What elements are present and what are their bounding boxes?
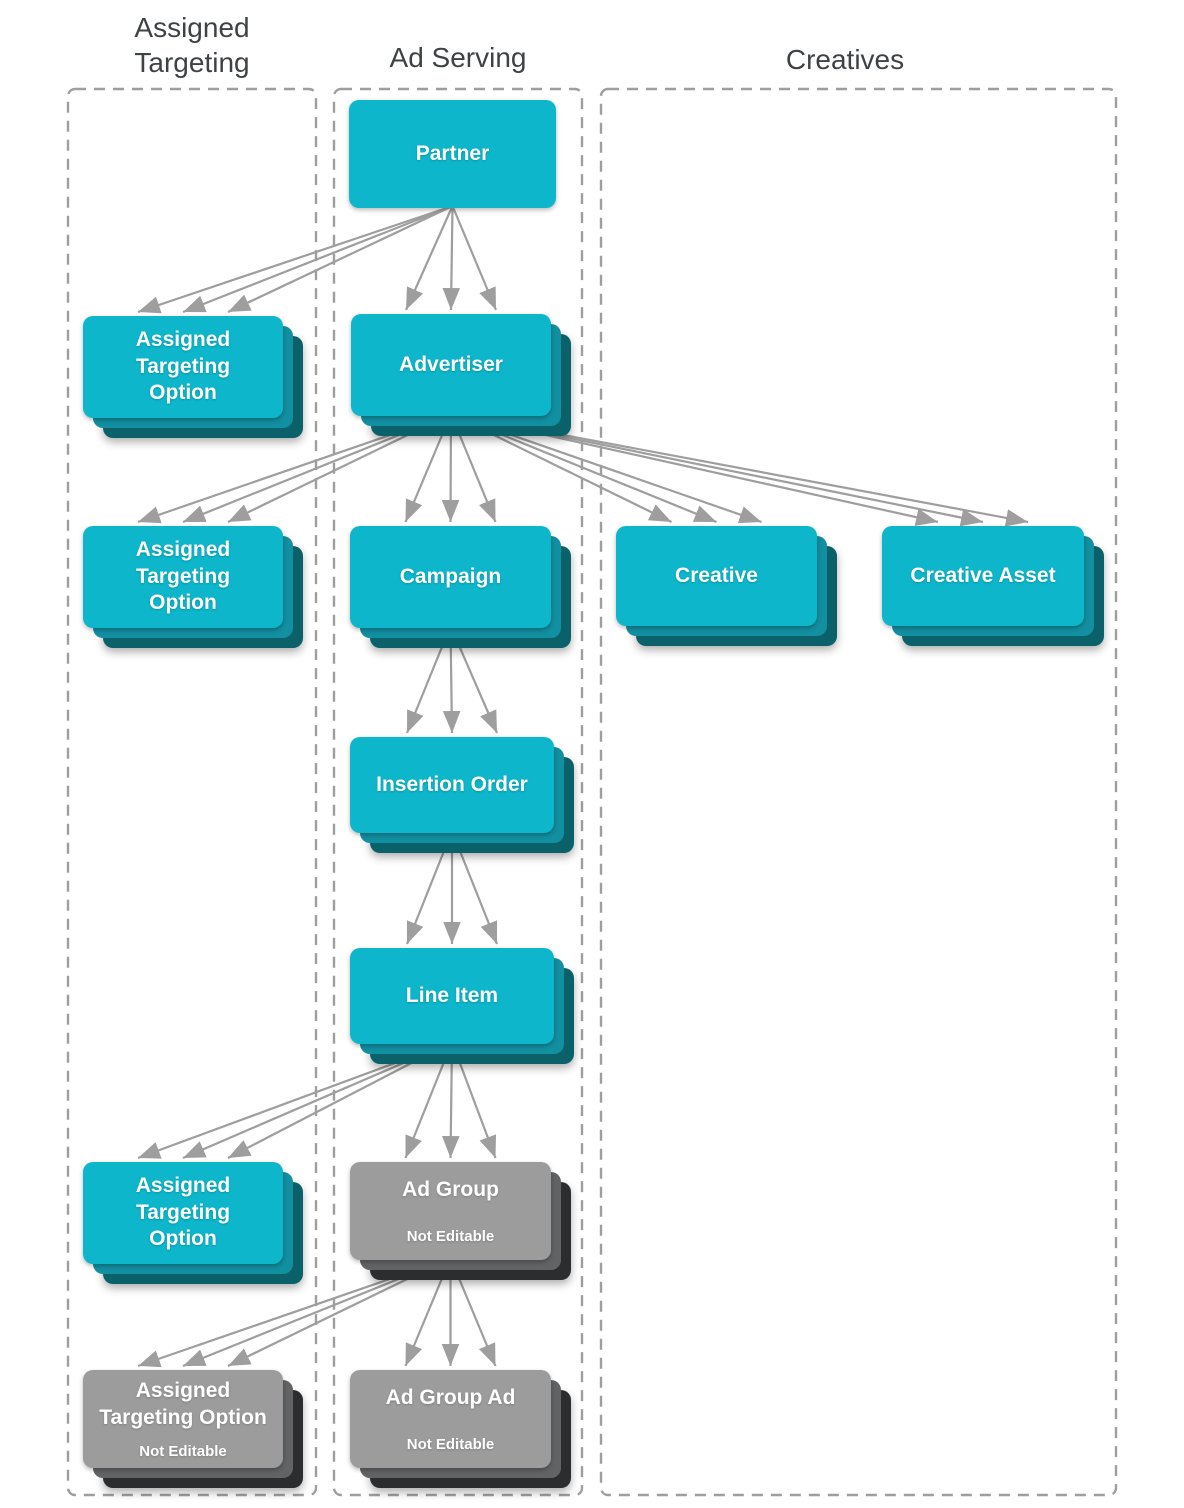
node-label: Ad Group	[402, 1178, 499, 1202]
node-label: Assigned Targeting Option	[135, 328, 231, 405]
node-label: Creative	[675, 563, 758, 587]
node-insertion-order: Insertion Order	[350, 737, 574, 853]
node-label: Insertion Order	[376, 772, 528, 796]
node-label: Assigned Targeting Option	[99, 1378, 267, 1429]
node-face: Assigned Targeting Option	[83, 526, 283, 628]
node-face: Creative	[616, 526, 817, 626]
node-face: Creative Asset	[882, 526, 1084, 626]
node-label: Creative Asset	[910, 563, 1056, 587]
node-creative-asset: Creative Asset	[882, 526, 1104, 646]
column-title-text: Ad Serving	[389, 42, 527, 73]
node-face: Assigned Targeting Option	[83, 1162, 283, 1264]
node-label: Assigned Targeting Option	[135, 538, 231, 615]
node-face: Insertion Order	[350, 737, 554, 833]
node-sublabel: Not Editable	[139, 1443, 227, 1461]
node-label: Campaign	[399, 564, 502, 588]
node-assigned-targeting-option: Assigned Targeting Option	[83, 1162, 303, 1284]
node-face: Assigned Targeting Option	[83, 316, 283, 418]
column-title-text: Creatives	[785, 44, 905, 75]
node-advertiser: Advertiser	[351, 314, 571, 436]
node-face: Assigned Targeting Option Not Editable	[83, 1370, 283, 1468]
node-label: Partner	[415, 141, 490, 165]
node-assigned-targeting-option: Assigned Targeting Option	[83, 526, 303, 648]
node-face: Ad Group Ad Not Editable	[350, 1370, 551, 1468]
column-title-ad-serving: Ad Serving	[333, 40, 583, 75]
node-face: Line Item	[350, 948, 554, 1044]
node-face: Partner	[349, 100, 556, 208]
panel-assigned-targeting	[66, 87, 318, 1497]
column-title-assigned-targeting: Assigned Targeting	[67, 10, 317, 80]
node-assigned-targeting-option: Assigned Targeting Option	[83, 316, 303, 438]
node-label: Line Item	[405, 983, 499, 1007]
node-assigned-targeting-option-not-editable: Assigned Targeting Option Not Editable	[83, 1370, 303, 1488]
column-title-text: Assigned Targeting	[134, 12, 250, 78]
node-face: Campaign	[350, 526, 551, 628]
node-face: Ad Group Not Editable	[350, 1162, 551, 1260]
node-campaign: Campaign	[350, 526, 571, 648]
node-label: Ad Group Ad	[385, 1386, 516, 1410]
node-sublabel: Not Editable	[406, 1227, 495, 1245]
node-sublabel: Not Editable	[406, 1435, 495, 1453]
node-face: Advertiser	[351, 314, 551, 416]
node-label: Assigned Targeting Option	[135, 1174, 231, 1251]
node-line-item: Line Item	[350, 948, 574, 1064]
column-title-creatives: Creatives	[600, 42, 1090, 77]
panel-ad-serving	[332, 87, 584, 1497]
node-ad-group: Ad Group Not Editable	[350, 1162, 571, 1280]
node-creative: Creative	[616, 526, 837, 646]
node-ad-group-ad: Ad Group Ad Not Editable	[350, 1370, 571, 1488]
node-label: Advertiser	[399, 352, 503, 376]
panel-creatives	[599, 87, 1118, 1497]
node-partner: Partner	[349, 100, 556, 208]
